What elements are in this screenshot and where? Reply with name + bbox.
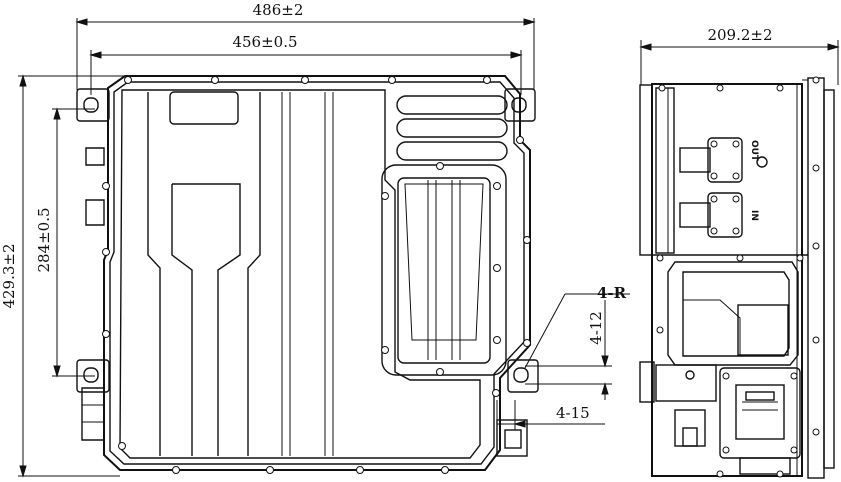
side-view-bolts	[656, 76, 820, 478]
dim-overall-width: 486±2	[253, 1, 304, 19]
front-view-housing	[76, 75, 539, 471]
side-view-housing	[639, 77, 835, 479]
hole-callout: 4-R	[597, 284, 627, 302]
port-out-label: OUT	[749, 140, 759, 162]
port-in	[679, 192, 743, 238]
port-in-label: IN	[749, 210, 759, 221]
dim-overall-height: 429.3±2	[0, 243, 18, 308]
dim-overall-depth: 209.2±2	[707, 26, 772, 44]
front-view-bolts	[102, 76, 531, 474]
dim-small-b: 4-15	[556, 404, 590, 422]
dim-mount-height: 284±0.5	[35, 207, 53, 272]
dim-small-a: 4-12	[587, 311, 605, 345]
side-view-dimension	[639, 40, 840, 85]
port-out	[679, 137, 743, 183]
dim-mount-width: 456±0.5	[232, 33, 297, 51]
